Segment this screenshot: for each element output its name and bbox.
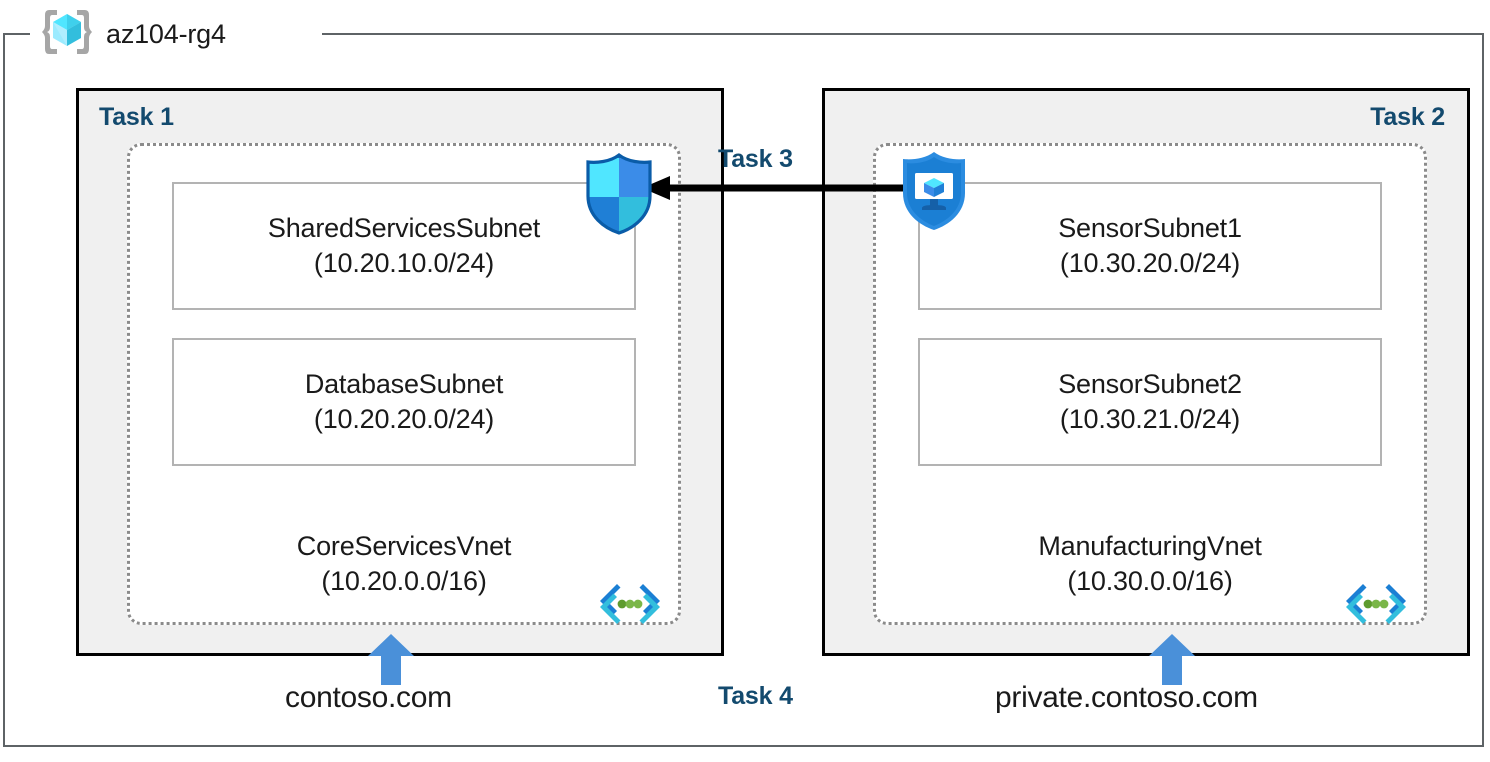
task-3-connection-arrow <box>640 168 908 208</box>
vnet-cidr: (10.30.0.0/16) <box>1067 566 1233 597</box>
subnet-name: SharedServicesSubnet <box>267 212 541 243</box>
task-2-label: Task 2 <box>1370 103 1445 131</box>
task-3-label: Task 3 <box>718 145 793 173</box>
shield-firewall-icon <box>582 152 656 236</box>
subnet-cidr: (10.30.21.0/24) <box>1059 404 1241 434</box>
subnet-cidr: (10.30.20.0/24) <box>1059 248 1241 278</box>
up-arrow-icon <box>1148 633 1196 685</box>
vnet-name: ManufacturingVnet <box>1038 530 1262 561</box>
dns-zone-contoso: contoso.com <box>285 681 452 714</box>
subnet-database: DatabaseSubnet (10.20.20.0/24) <box>172 338 636 466</box>
shield-virtual-machine-icon <box>897 149 971 233</box>
dns-zone-private-contoso: private.contoso.com <box>995 681 1258 714</box>
subnet-name: DatabaseSubnet <box>304 368 504 399</box>
resource-group-title: az104-rg4 <box>40 8 226 60</box>
up-arrow-icon <box>367 633 415 685</box>
vnet-caption: ManufacturingVnet (10.30.0.0/16) <box>876 529 1424 600</box>
task-4-label: Task 4 <box>718 682 793 710</box>
subnet-sharedservices: SharedServicesSubnet (10.20.10.0/24) <box>172 182 636 310</box>
task-panel-1: Task 1 SharedServicesSubnet (10.20.10.0/… <box>76 88 724 656</box>
resource-group-boundary <box>3 33 1484 747</box>
vnet-coreservices: SharedServicesSubnet (10.20.10.0/24) Dat… <box>127 143 681 625</box>
vnet-name: CoreServicesVnet <box>296 530 512 561</box>
task-1-label: Task 1 <box>99 103 174 131</box>
vnet-cidr: (10.20.0.0/16) <box>321 566 487 597</box>
subnet-sensor1: SensorSubnet1 (10.30.20.0/24) <box>918 182 1382 310</box>
subnet-name: SensorSubnet1 <box>1058 212 1242 243</box>
subnet-sensor2: SensorSubnet2 (10.30.21.0/24) <box>918 338 1382 466</box>
subnet-cidr: (10.20.20.0/24) <box>313 404 495 434</box>
resource-group-name: az104-rg4 <box>106 18 226 49</box>
azure-resource-group-cube-icon <box>40 7 94 62</box>
vnet-manufacturing: SensorSubnet1 (10.30.20.0/24) SensorSubn… <box>873 143 1427 625</box>
vnet-caption: CoreServicesVnet (10.20.0.0/16) <box>130 529 678 600</box>
vnet-connector-icon <box>1344 580 1408 628</box>
subnet-cidr: (10.20.10.0/24) <box>313 248 495 278</box>
subnet-name: SensorSubnet2 <box>1058 368 1242 399</box>
vnet-connector-icon <box>598 580 662 628</box>
